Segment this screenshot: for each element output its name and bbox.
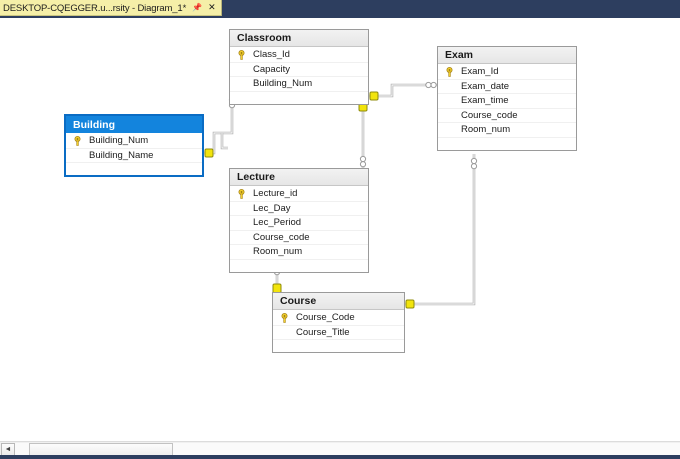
tab-diagram-1[interactable]: DESKTOP-CQEGGER.u...rsity - Diagram_1* 📌… xyxy=(0,0,222,16)
column-name: Lec_Period xyxy=(253,217,302,229)
column-name: Exam_Id xyxy=(461,66,499,78)
relationship-classroom-exam[interactable] xyxy=(369,81,437,101)
table-empty-row xyxy=(66,163,202,175)
column-name: Room_num xyxy=(253,246,303,258)
primary-key-icon xyxy=(275,312,293,323)
table-row[interactable]: Lec_Day xyxy=(230,202,368,216)
column-name: Class_Id xyxy=(253,49,290,61)
column-name: Course_Title xyxy=(296,326,350,338)
relationship-layer xyxy=(204,81,478,309)
column-name: Course_code xyxy=(461,109,518,121)
table-row[interactable]: Building_Name xyxy=(66,149,202,163)
column-name: Exam_date xyxy=(461,80,510,92)
table-row[interactable]: Building_Num xyxy=(230,77,368,92)
table-header-course[interactable]: Course xyxy=(273,293,404,310)
table-row[interactable]: Exam_time xyxy=(438,94,576,109)
table-row[interactable]: Room_num xyxy=(230,245,368,260)
relationship-classroom-lecture[interactable] xyxy=(358,102,368,168)
relationship-course-exam[interactable] xyxy=(405,154,478,309)
column-name: Course_code xyxy=(253,231,310,243)
table-row[interactable]: Capacity xyxy=(230,63,368,77)
table-empty-row xyxy=(438,138,576,150)
table-row[interactable]: Class_Id xyxy=(230,48,368,63)
tab-strip: DESKTOP-CQEGGER.u...rsity - Diagram_1* 📌… xyxy=(0,0,680,16)
table-row[interactable]: Course_Title xyxy=(273,326,404,340)
table-empty-row xyxy=(273,340,404,352)
table-row[interactable]: Building_Num xyxy=(66,134,202,149)
primary-key-icon xyxy=(440,66,458,77)
table-empty-row xyxy=(230,92,368,104)
column-name: Lec_Day xyxy=(253,202,291,214)
relationship-course-lecture[interactable] xyxy=(272,263,282,294)
close-icon[interactable]: ✕ xyxy=(208,2,216,13)
table-row[interactable]: Room_num xyxy=(438,123,576,138)
column-name: Building_Name xyxy=(89,149,154,161)
column-name: Room_num xyxy=(461,124,511,136)
table-header-lecture[interactable]: Lecture xyxy=(230,169,368,186)
table-empty-row xyxy=(230,260,368,272)
pin-icon[interactable]: 📌 xyxy=(192,3,203,12)
table-header-building[interactable]: Building xyxy=(66,116,202,133)
column-name: Building_Num xyxy=(89,135,149,147)
table-row[interactable]: Course_Code xyxy=(273,311,404,326)
column-name: Capacity xyxy=(253,63,290,75)
table-header-exam[interactable]: Exam xyxy=(438,47,576,64)
scrollbar-track[interactable] xyxy=(15,442,680,457)
column-name: Lecture_id xyxy=(253,188,298,200)
table-row[interactable]: Exam_Id xyxy=(438,65,576,80)
primary-key-icon xyxy=(232,49,250,60)
bottom-bar xyxy=(0,455,680,459)
table-row[interactable]: Lec_Period xyxy=(230,216,368,231)
column-name: Exam_time xyxy=(461,95,509,107)
table-header-classroom[interactable]: Classroom xyxy=(230,30,368,47)
horizontal-scrollbar[interactable]: ◄ xyxy=(0,441,680,457)
column-name: Building_Num xyxy=(253,78,313,90)
table-row[interactable]: Course_code xyxy=(230,231,368,245)
table-row[interactable]: Lecture_id xyxy=(230,187,368,202)
primary-key-icon xyxy=(68,135,86,146)
table-row[interactable]: Exam_date xyxy=(438,80,576,94)
table-row[interactable]: Course_code xyxy=(438,109,576,123)
column-name: Course_Code xyxy=(296,312,355,324)
primary-key-icon xyxy=(232,188,250,199)
tab-title: DESKTOP-CQEGGER.u...rsity - Diagram_1* xyxy=(3,2,187,14)
tab-strip-underline xyxy=(0,16,680,18)
relationship-building-classroom[interactable] xyxy=(204,96,236,158)
